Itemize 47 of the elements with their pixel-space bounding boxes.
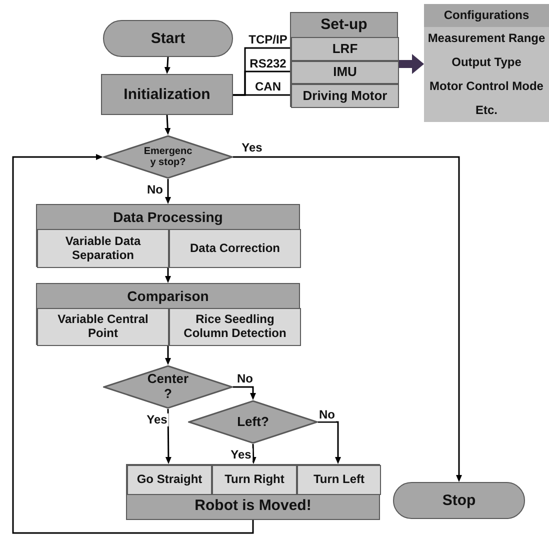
edge-label: RS232 — [248, 57, 288, 71]
process-box: IMU — [291, 61, 399, 84]
process-box: Variable Data Separation — [37, 229, 169, 268]
edge-label: Yes — [230, 448, 252, 462]
edge-label: TCP/IP — [248, 33, 288, 47]
table-box — [290, 12, 398, 107]
arrow — [12, 154, 254, 534]
process-box: Driving Motor — [291, 84, 399, 108]
arrow — [165, 409, 172, 464]
terminal-box: Stop — [393, 482, 525, 519]
arrow — [250, 444, 256, 464]
arrow — [164, 114, 171, 135]
table-box — [36, 204, 300, 267]
table-box — [36, 283, 300, 345]
arrow — [165, 179, 171, 204]
process-box: Turn Right — [212, 465, 297, 495]
process-box: Initialization — [101, 74, 233, 115]
group-title: Robot is Moved! — [194, 496, 312, 516]
arrow — [318, 421, 341, 464]
arrow — [233, 156, 462, 482]
edge-label: Yes — [146, 413, 168, 427]
process-box: Variable Central Point — [37, 308, 169, 346]
edge-label: No — [236, 372, 254, 386]
decision-diamond: Left? — [188, 400, 318, 444]
terminal-box: Start — [103, 20, 233, 57]
process-box: Data Correction — [169, 229, 301, 268]
edge-label: No — [318, 408, 336, 422]
arrow — [164, 56, 170, 74]
edge-label: No — [146, 183, 164, 197]
connector-line — [233, 94, 290, 96]
process-box: LRF — [291, 37, 399, 61]
group-title: Configurations — [424, 4, 549, 27]
table-box — [126, 464, 380, 520]
process-box: Go Straight — [127, 465, 212, 495]
edge-label: CAN — [254, 80, 282, 94]
group-title: Set-up — [320, 15, 368, 36]
group-title: Comparison — [126, 286, 210, 306]
edge-label: Yes — [240, 141, 264, 155]
process-box: Rice Seedling Column Detection — [169, 308, 301, 346]
arrow — [165, 345, 171, 365]
decision-diamond: Center ? — [103, 365, 233, 409]
arrow — [165, 267, 171, 283]
arrow — [233, 386, 256, 400]
decision-diamond: Emergenc y stop? — [103, 135, 233, 179]
group-title: Data Processing — [112, 208, 224, 227]
process-box: Turn Left — [297, 465, 381, 495]
arrow — [398, 54, 424, 74]
